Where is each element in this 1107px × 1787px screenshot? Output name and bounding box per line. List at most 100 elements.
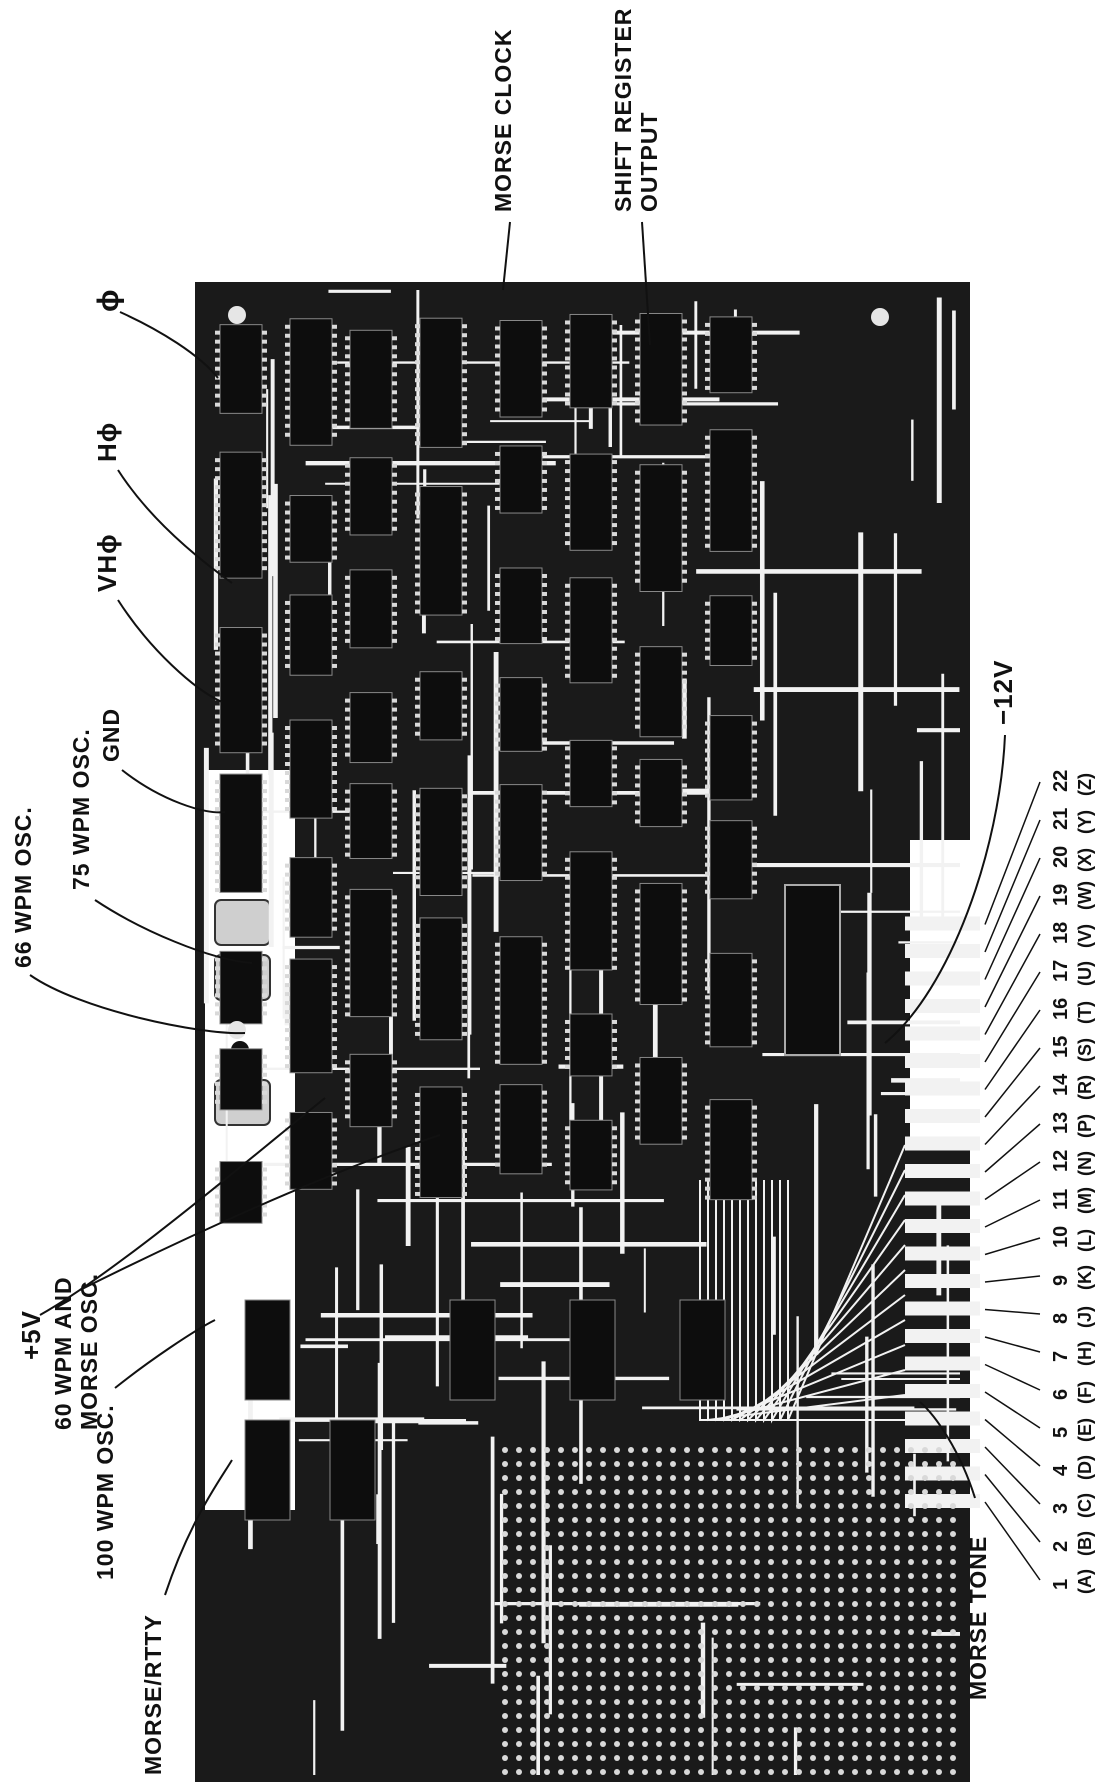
ic-pin [752,1195,757,1200]
ic-pin [565,884,570,889]
perf-hole [628,1559,634,1565]
ic-pin [542,627,547,632]
perf-hole [852,1615,858,1621]
ic-pin [612,646,617,651]
perf-hole [530,1741,536,1747]
ic-pin [285,1037,290,1042]
ic-pin [392,354,397,359]
perf-hole [670,1573,676,1579]
perf-hole [558,1559,564,1565]
ic-pin [392,958,397,963]
perf-hole [614,1643,620,1649]
ic-pin [462,609,467,614]
perf-hole [586,1643,592,1649]
ic-pin [705,1114,710,1119]
perf-hole [936,1601,942,1607]
ic-pin [262,1167,267,1172]
perf-hole [740,1503,746,1509]
ic-pin [635,497,640,502]
perf-hole [600,1657,606,1663]
pin-leader [984,971,1041,1063]
ic-pin [542,478,547,483]
ic-pin [752,730,757,735]
perf-hole [684,1713,690,1719]
ic-pin [752,775,757,780]
pin-letter: (V) [1075,924,1095,948]
ic-pin [392,638,397,643]
ic-pin [612,619,617,624]
ic-pin [495,353,500,358]
ic-pin [415,1146,420,1151]
ic-pin [635,819,640,824]
perf-hole [530,1615,536,1621]
ic-pin [752,1186,757,1191]
perf-hole [502,1475,508,1481]
label-morse-rtty: MORSE/RTTY [140,1614,166,1775]
ic-pin [462,378,467,383]
perf-hole [894,1587,900,1593]
ic-pin [542,835,547,840]
ic-pin [215,485,220,490]
pin-number: 6 [1050,1388,1072,1400]
ic-pin [415,1191,420,1196]
perf-hole [922,1769,928,1775]
ic-pin [285,387,290,392]
ic-pin [635,418,640,423]
ic-pin [542,398,547,403]
perf-hole [908,1769,914,1775]
perf-hole [530,1545,536,1551]
ic-chip [499,677,543,752]
ic-pin [332,600,337,605]
ic-pin [262,485,267,490]
perf-hole [642,1657,648,1663]
ic-pin [392,1078,397,1083]
pin-leader [984,1237,1041,1256]
pin-letter: (X) [1075,848,1095,872]
ic-pin [415,884,420,889]
ic-pin [392,743,397,748]
ic-pin [332,351,337,356]
perf-hole [866,1769,872,1775]
perf-hole [502,1671,508,1677]
ic-pin [682,792,687,797]
ic-pin [345,1105,350,1110]
perf-hole [698,1545,704,1551]
ic-pin [262,467,267,472]
ic-pin [612,664,617,669]
ic-pin [285,546,290,551]
perf-hole [558,1713,564,1719]
ic-pin [215,402,220,407]
ic-pin [215,384,220,389]
ic-pin [752,655,757,660]
ic-pin [635,925,640,930]
ic-pin [262,348,267,353]
perf-hole [656,1755,662,1761]
perf-hole [502,1573,508,1579]
leader-gnd [121,769,226,814]
perf-hole [880,1545,886,1551]
perf-hole [754,1517,760,1523]
perf-hole [768,1461,774,1467]
ic-pin [635,1081,640,1086]
perf-hole [768,1671,774,1677]
ic-pin [682,355,687,360]
ic-pin [415,492,420,497]
ic-pin [415,1182,420,1187]
perf-hole [544,1503,550,1509]
bus-trace [699,1180,905,1421]
ic-pin [262,966,267,971]
ic-pin [495,1050,500,1055]
perf-hole [894,1559,900,1565]
perf-hole [936,1727,942,1733]
ic-pin [682,328,687,333]
perf-hole [586,1769,592,1775]
perf-hole [558,1671,564,1677]
perf-hole [684,1475,690,1481]
perf-hole [838,1447,844,1453]
perf-hole [712,1713,718,1719]
ic-pin [752,516,757,521]
perf-hole [628,1545,634,1551]
perf-hole [572,1573,578,1579]
leader-75wpm [94,899,253,964]
